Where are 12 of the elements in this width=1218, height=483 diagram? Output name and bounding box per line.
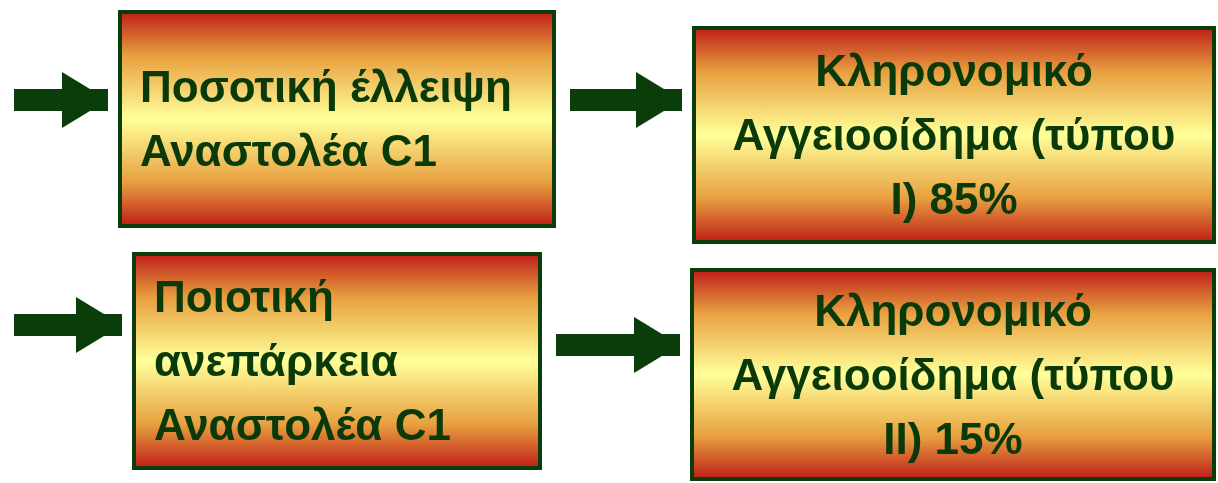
process-box	[692, 26, 1216, 244]
process-box	[690, 268, 1216, 481]
box-label: Ποσοτική έλλειψη Αναστολέα C1	[140, 61, 513, 177]
box-label: Κληρονομικό Αγγειοοίδημα (τύπου II) 15%	[730, 284, 1176, 465]
box-label: Ποιοτική ανεπάρκεια Αναστολέα C1	[154, 271, 452, 451]
process-box	[118, 10, 556, 228]
arrow	[556, 317, 680, 373]
arrow	[570, 72, 682, 128]
box-label: Κληρονομικό Αγγειοοίδημα (τύπου I) 85%	[731, 45, 1177, 225]
process-box	[132, 252, 542, 470]
arrow	[14, 297, 122, 353]
arrow	[14, 72, 108, 128]
